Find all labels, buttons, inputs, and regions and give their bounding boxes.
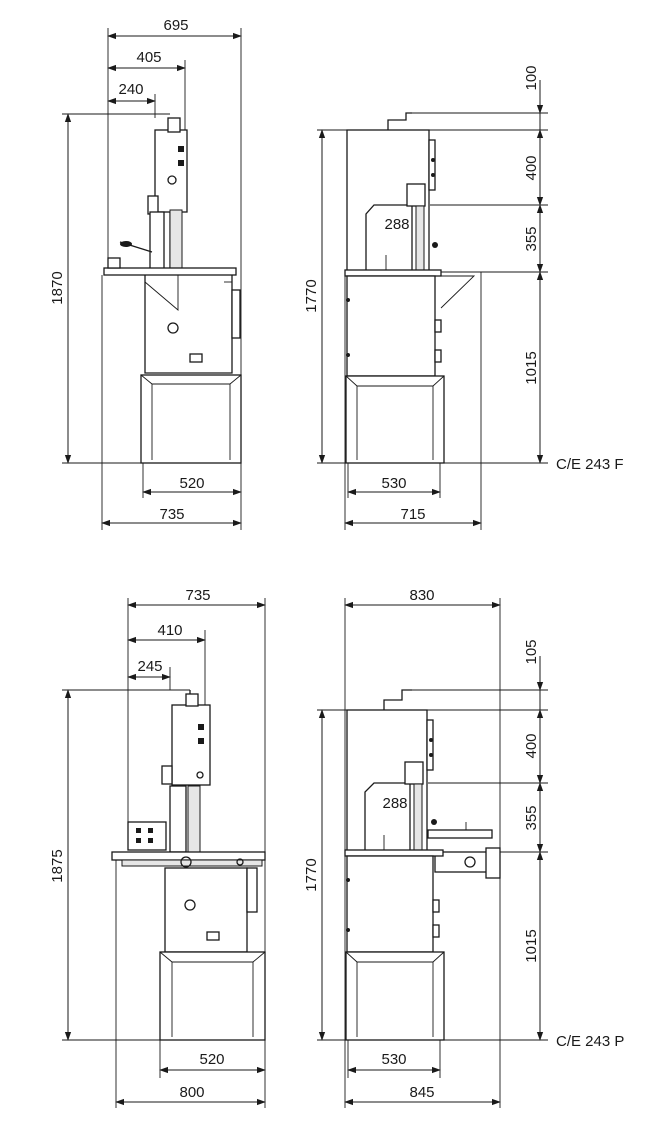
dim-label-800: 800 bbox=[179, 1084, 204, 1101]
dim-label-1770-p: 1770 bbox=[303, 858, 320, 891]
dim-label-530-p: 530 bbox=[381, 1051, 406, 1068]
dim-label-240: 240 bbox=[118, 81, 143, 98]
model-label-243f: C/E 243 F bbox=[556, 456, 624, 473]
dim-label-735: 735 bbox=[159, 506, 184, 523]
dim-label-288-f: 288 bbox=[384, 216, 409, 233]
dim-label-100: 100 bbox=[523, 65, 540, 90]
view-243f-side: 695 405 240 1870 520 735 bbox=[49, 17, 242, 530]
dim-label-695: 695 bbox=[163, 17, 188, 34]
model-label-243p: C/E 243 P bbox=[556, 1033, 624, 1050]
dim-label-520-p: 520 bbox=[199, 1051, 224, 1068]
dim-label-1015-f: 1015 bbox=[523, 351, 540, 384]
dim-label-735-p: 735 bbox=[185, 587, 210, 604]
view-243p-side: 735 410 245 1875 520 800 bbox=[49, 587, 266, 1108]
dim-label-288-p: 288 bbox=[382, 795, 407, 812]
dim-label-400-f: 400 bbox=[523, 155, 540, 180]
dim-label-520: 520 bbox=[179, 475, 204, 492]
saw-front-view-p bbox=[344, 689, 501, 1041]
dim-label-830: 830 bbox=[409, 587, 434, 604]
dim-label-105: 105 bbox=[523, 639, 540, 664]
dim-label-1875: 1875 bbox=[49, 849, 66, 882]
dim-label-530-f: 530 bbox=[381, 475, 406, 492]
dim-label-715: 715 bbox=[400, 506, 425, 523]
saw-side-view-p bbox=[111, 690, 266, 1041]
saw-side-view-f bbox=[103, 117, 242, 464]
dim-label-1015-p: 1015 bbox=[523, 929, 540, 962]
dim-label-410: 410 bbox=[157, 622, 182, 639]
view-243p-front: 830 105 400 355 1015 1770 288 530 845 C/… bbox=[303, 587, 624, 1108]
saw-front-view-f bbox=[344, 112, 476, 464]
dim-label-1770-f: 1770 bbox=[303, 279, 320, 312]
dim-label-355-f: 355 bbox=[523, 226, 540, 251]
dim-label-245: 245 bbox=[137, 658, 162, 675]
dim-label-355-p: 355 bbox=[523, 805, 540, 830]
dim-label-405: 405 bbox=[136, 49, 161, 66]
dim-label-1870: 1870 bbox=[49, 271, 66, 304]
dim-label-400-p: 400 bbox=[523, 733, 540, 758]
view-243f-front: 100 400 355 1015 1770 288 530 715 C/E 24… bbox=[303, 65, 624, 530]
dim-label-845: 845 bbox=[409, 1084, 434, 1101]
